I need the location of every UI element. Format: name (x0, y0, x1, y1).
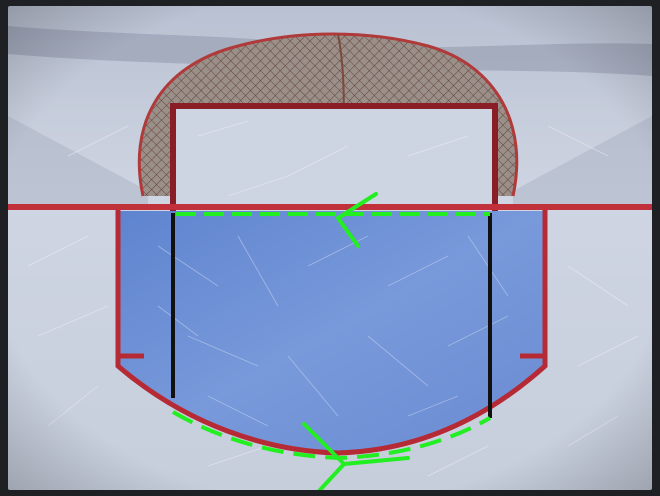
crease-diagram (8, 6, 652, 490)
hockey-crease-photo (8, 6, 652, 490)
